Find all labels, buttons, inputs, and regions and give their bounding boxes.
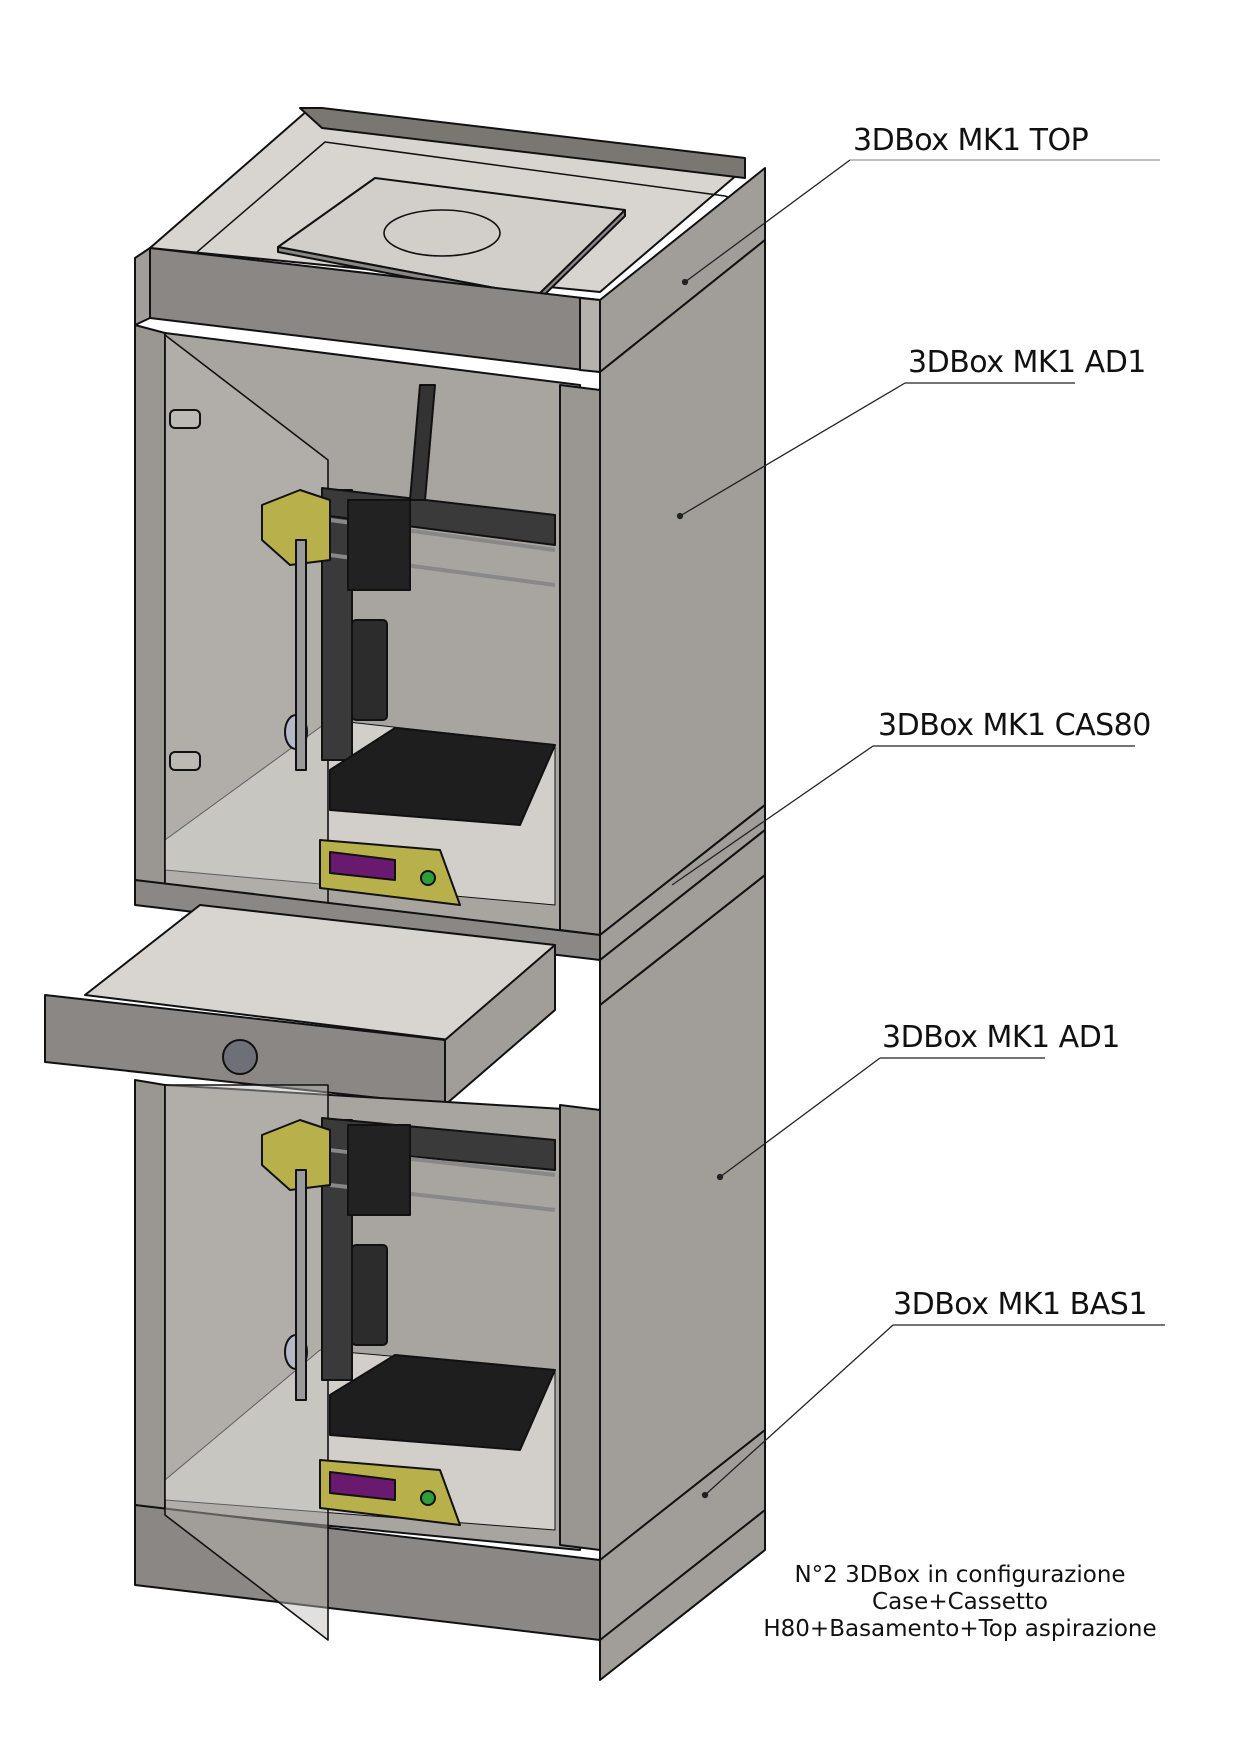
drawer-module [44, 804, 766, 1106]
configuration-caption: N°2 3DBox in configurazione Case+Cassett… [740, 1562, 1180, 1643]
lower-band [599, 829, 766, 1006]
leader-bas1 [701, 1324, 1165, 1499]
printer-extruder [347, 499, 411, 591]
lcd-screen [329, 1471, 396, 1501]
caption-line-2: Case+Cassetto [872, 1589, 1048, 1615]
drawer-side-panel [444, 944, 556, 1106]
upper-printer [261, 384, 556, 906]
printer-z-motor [261, 489, 331, 566]
top-left-corner [134, 247, 151, 326]
callout-ad1-lower: 3DBox MK1 AD1 [882, 1020, 1120, 1055]
callout-ad1-upper: 3DBox MK1 AD1 [908, 345, 1146, 380]
lower-printer [261, 1117, 556, 1526]
upper-right-pillar [559, 384, 601, 936]
leader-ad1-upper [676, 382, 1075, 520]
leader-cas80 [671, 745, 1135, 886]
printer-psu [351, 619, 388, 721]
printer-psu [351, 1244, 388, 1346]
printer-bed [329, 1354, 556, 1451]
printer-z-rod [295, 539, 307, 771]
printer-z-motor [261, 1119, 331, 1191]
door-hinge-icon [169, 751, 201, 771]
caption-line-1: N°2 3DBox in configurazione [794, 1562, 1126, 1588]
drawer-knob-icon[interactable] [222, 1039, 258, 1075]
lower-left-pillar [134, 1079, 166, 1511]
lower-glass-door[interactable] [164, 1084, 329, 1641]
upper-left-pillar [134, 324, 166, 886]
leader-top [681, 159, 1160, 286]
printer-z-rod [295, 1169, 307, 1401]
callout-cas80: 3DBox MK1 CAS80 [878, 708, 1151, 743]
door-hinge-icon [169, 409, 201, 429]
printer-extruder [347, 1124, 411, 1216]
lcd-screen [329, 851, 396, 881]
exhaust-hole [383, 209, 501, 257]
base-side [599, 1429, 766, 1641]
top-right-corner [579, 297, 601, 373]
lcd-knob-icon [420, 1490, 436, 1506]
printer-cable [409, 384, 436, 501]
callout-bas1: 3DBox MK1 BAS1 [893, 1287, 1147, 1322]
lower-right-pillar [559, 1104, 601, 1551]
printer-bed [329, 727, 556, 826]
leader-ad1-lower [716, 1057, 1045, 1181]
callout-top: 3DBox MK1 TOP [853, 123, 1089, 158]
top-module [134, 107, 766, 373]
lcd-knob-icon [420, 870, 436, 886]
caption-line-3: H80+Basamento+Top aspirazione [763, 1616, 1157, 1642]
top-back-rim [299, 107, 746, 179]
